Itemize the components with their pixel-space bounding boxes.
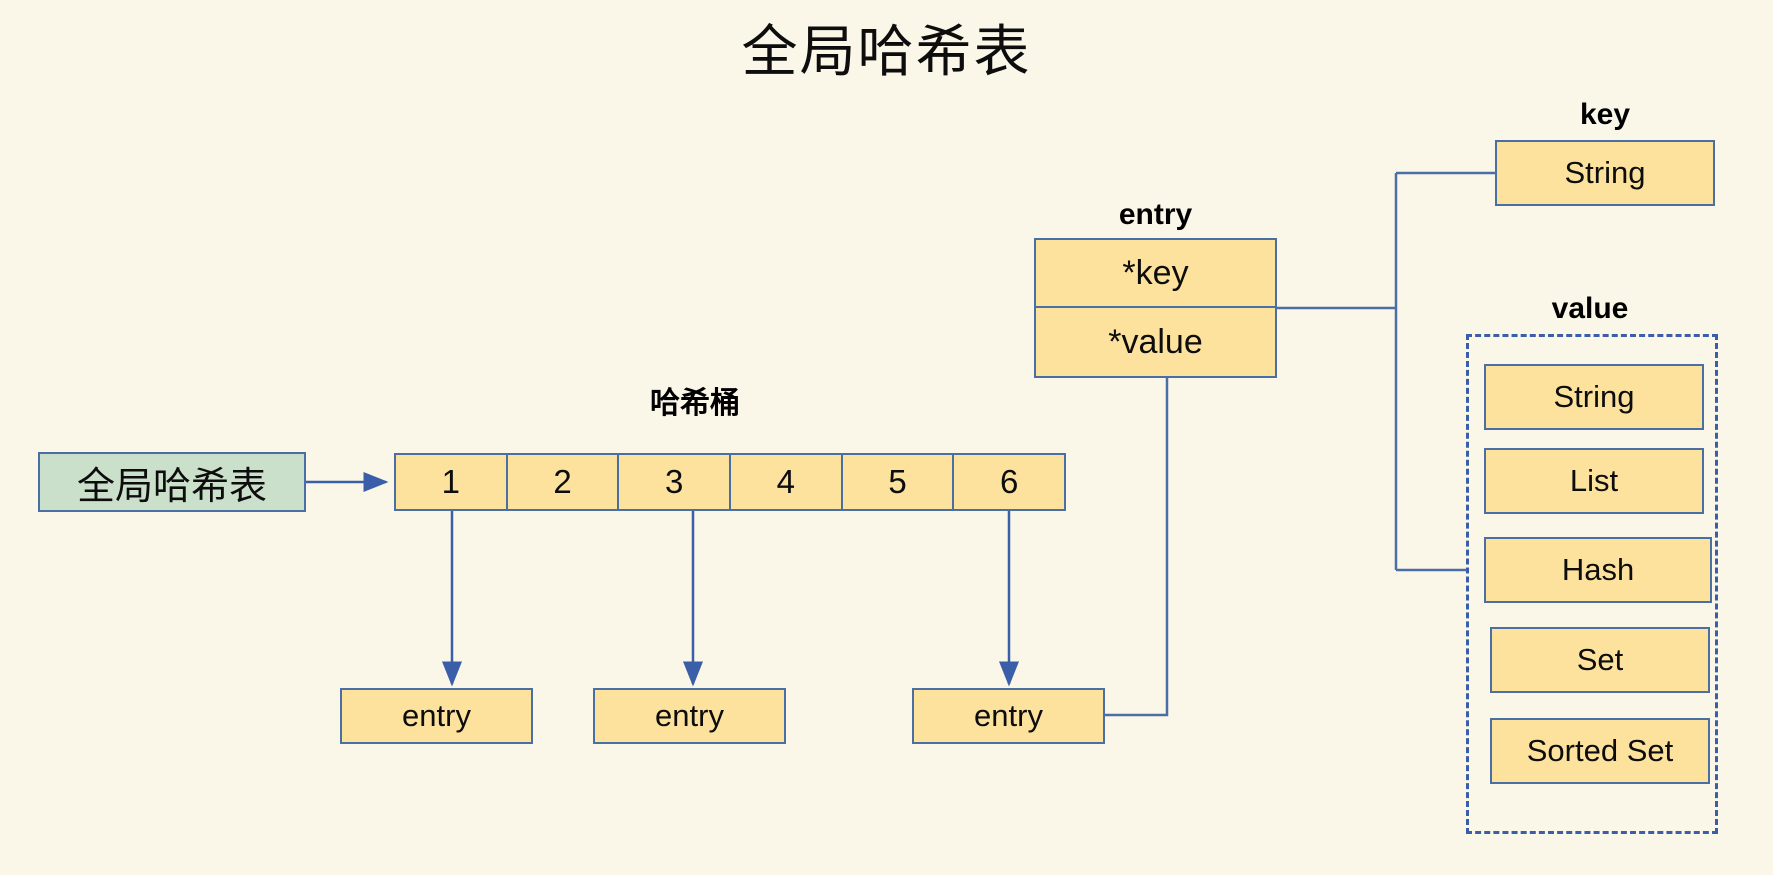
entry-node-2[interactable]: entry: [593, 688, 786, 744]
value-type-label: Sorted Set: [1526, 733, 1674, 768]
value-type-hash[interactable]: Hash: [1484, 537, 1712, 603]
value-type-sorted-set[interactable]: Sorted Set: [1490, 718, 1710, 784]
entry-field-key-label: *key: [1122, 253, 1189, 292]
entry-node-label: entry: [402, 698, 471, 733]
bucket-cell[interactable]: 4: [731, 455, 843, 509]
value-type-string[interactable]: String: [1484, 364, 1704, 430]
root-node-label: 全局哈希表: [76, 465, 267, 508]
value-type-label: String: [1553, 379, 1635, 414]
value-group-caption: value: [1551, 292, 1629, 325]
bucket-cell-label: 3: [665, 463, 684, 500]
bucket-cell[interactable]: 2: [508, 455, 620, 509]
entry-struct-caption: entry: [1118, 198, 1193, 231]
key-type-label: String: [1564, 155, 1646, 190]
bucket-cell-label: 5: [888, 463, 907, 500]
bucket-cell-label: 6: [1000, 463, 1019, 500]
value-type-label: Hash: [1561, 552, 1635, 587]
bucket-cell[interactable]: 6: [954, 455, 1064, 509]
value-type-label: Set: [1576, 642, 1624, 677]
key-type-string[interactable]: String: [1495, 140, 1715, 206]
entry-node-1[interactable]: entry: [340, 688, 533, 744]
value-type-list[interactable]: List: [1484, 448, 1704, 514]
hash-bucket-array: 1 2 3 4 5 6: [394, 453, 1066, 511]
page-title: 全局哈希表: [741, 20, 1032, 83]
entry-field-key[interactable]: *key: [1036, 240, 1275, 308]
entry-field-value-label: *value: [1108, 322, 1203, 361]
root-node-global-hash-table[interactable]: 全局哈希表: [38, 452, 306, 512]
entry-field-value[interactable]: *value: [1036, 308, 1275, 376]
value-type-label: List: [1569, 463, 1619, 498]
bucket-cell-label: 1: [441, 463, 461, 500]
bucket-cell-label: 4: [776, 463, 796, 500]
entry-node-3[interactable]: entry: [912, 688, 1105, 744]
key-group-caption: key: [1579, 98, 1631, 131]
entry-node-label: entry: [974, 698, 1043, 733]
value-type-set[interactable]: Set: [1490, 627, 1710, 693]
entry-node-label: entry: [655, 698, 724, 733]
connector-entry3-to-entry-struct: [1104, 378, 1169, 717]
bucket-cell[interactable]: 3: [619, 455, 732, 509]
bucket-cell[interactable]: 1: [396, 455, 508, 509]
hash-bucket-caption: 哈希桶: [650, 387, 740, 420]
entry-struct: *key *value: [1034, 238, 1277, 378]
bucket-cell[interactable]: 5: [843, 455, 955, 509]
value-group-container: [1466, 334, 1718, 834]
bucket-cell-label: 2: [553, 463, 572, 500]
